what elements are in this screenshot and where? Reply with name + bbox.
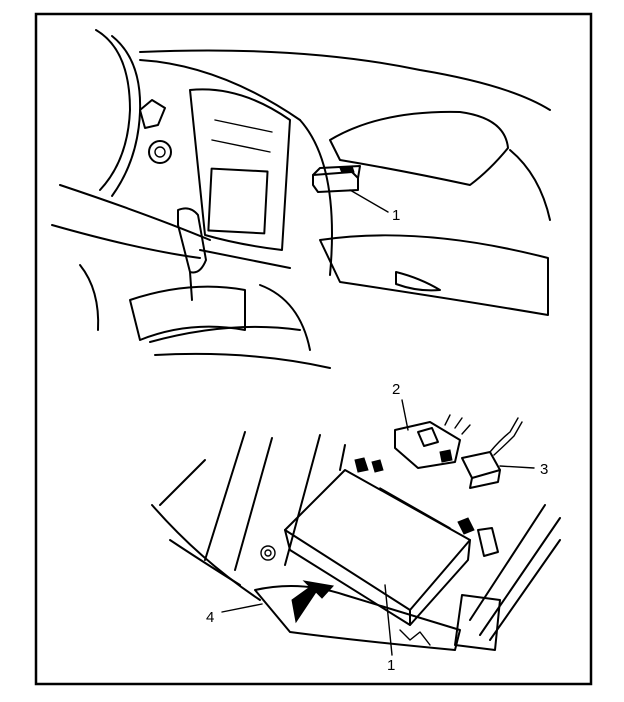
- removal-direction-arrow-icon: [291, 580, 334, 624]
- dashboard-view: [51, 29, 551, 369]
- callout-label-top-1: 1: [392, 207, 400, 224]
- callout-label-2: 2: [392, 381, 400, 398]
- installation-view: [151, 399, 561, 656]
- figure-frame: [34, 12, 593, 686]
- center-stack: [189, 88, 291, 251]
- callout-leader-4: [221, 603, 263, 613]
- callout-leader-top-1: [349, 189, 389, 213]
- gear-shift: [177, 207, 207, 274]
- connector-3: [461, 417, 523, 489]
- glove-box-handle: [395, 271, 441, 292]
- steering-wheel: [95, 29, 131, 191]
- bracket-4: [254, 585, 461, 651]
- callout-leader-3: [499, 465, 535, 469]
- control-unit-bottom: [284, 457, 499, 626]
- ignition-switch: [139, 99, 166, 129]
- control-unit-top: [312, 165, 361, 193]
- callout-label-3: 3: [540, 461, 548, 478]
- callout-leader-bottom-1: [384, 584, 393, 656]
- callout-label-4: 4: [206, 609, 214, 626]
- callout-label-bottom-1: 1: [387, 657, 395, 674]
- callout-leader-2: [401, 399, 409, 431]
- connector-2: [394, 414, 471, 469]
- glove-box: [319, 234, 549, 316]
